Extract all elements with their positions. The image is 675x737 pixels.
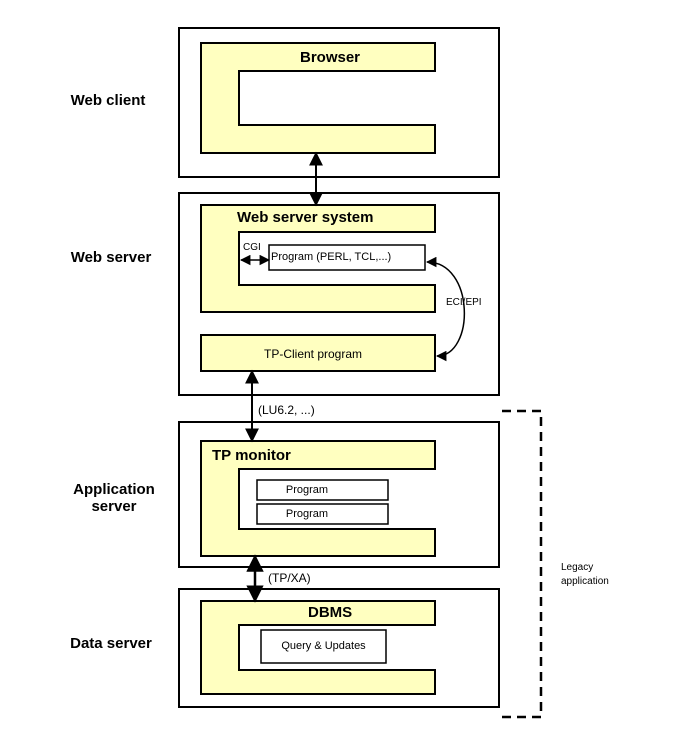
program-2-label: Program <box>285 508 329 520</box>
browser-system-shape <box>200 42 436 154</box>
tp-xa-label: (TP/XA) <box>268 571 311 585</box>
browser-title: Browser <box>300 49 361 66</box>
tp-monitor-title: TP monitor <box>212 447 291 464</box>
program-perl-tcl-label: Program (PERL, TCL,...) <box>271 251 392 263</box>
program-2-box <box>256 503 389 525</box>
dbms-title: DBMS <box>308 604 353 621</box>
application-server-label: Application server <box>73 481 155 515</box>
query-updates-box <box>260 629 387 664</box>
program-1-label: Program <box>285 484 329 496</box>
web-client-label: Web client <box>70 92 146 109</box>
cgi-label: CGI <box>243 242 261 253</box>
eci-epi-arrow <box>425 256 465 362</box>
tp-client-program-label: TP-Client program <box>263 347 363 361</box>
lu62-label: (LU6.2, ...) <box>258 403 315 417</box>
eci-epi-label: ECI/EPI <box>446 297 482 308</box>
tp-client-program-box <box>200 334 436 372</box>
web-server-system-title: Web server system <box>237 209 374 226</box>
program-1-box <box>256 479 389 501</box>
legacy-application-label: Legacy application <box>561 562 609 587</box>
data-server-label: Data server <box>70 635 152 652</box>
web-server-system-shape <box>200 204 436 313</box>
web-server-label: Web server <box>70 249 152 266</box>
query-updates-label: Query & Updates <box>281 640 366 652</box>
dbms-system-shape <box>200 600 436 695</box>
legacy-application-bracket <box>502 409 543 719</box>
tp-monitor-system-shape <box>200 440 436 557</box>
